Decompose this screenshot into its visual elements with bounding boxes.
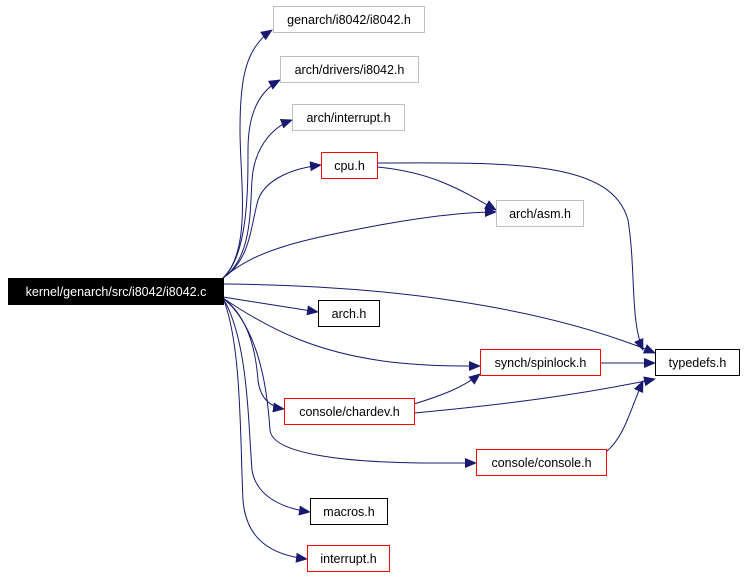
node-cpu-h[interactable]: cpu.h <box>321 152 378 179</box>
node-label: synch/spinlock.h <box>495 356 587 370</box>
edge-root-to-genarch_i8042_h <box>222 29 273 279</box>
node-console-console-h[interactable]: console/console.h <box>476 449 607 476</box>
edge-layer <box>222 29 656 563</box>
node-box <box>496 200 584 227</box>
edge-root-to-typedefs_h <box>222 283 656 354</box>
edge-root-to-cpu_h <box>222 161 322 279</box>
node-label: cpu.h <box>334 159 365 173</box>
edge-root-to-arch_interrupt_h <box>222 119 293 279</box>
node-box <box>480 349 601 376</box>
node-arch-interrupt-h[interactable]: arch/interrupt.h <box>292 104 405 131</box>
node-root[interactable]: kernel/genarch/src/i8042/i8042.c <box>8 278 224 305</box>
node-console-chardev-h[interactable]: console/chardev.h <box>284 398 415 425</box>
node-label: console/chardev.h <box>299 405 400 419</box>
edge-root-to-console_console_h <box>222 297 477 468</box>
node-label: arch.h <box>332 307 367 321</box>
node-box <box>476 449 607 476</box>
node-label: genarch/i8042/i8042.h <box>287 13 411 27</box>
edge-cpu_h-to-typedefs_h <box>376 162 644 351</box>
node-box <box>655 349 740 376</box>
node-synch-spinlock-h[interactable]: synch/spinlock.h <box>480 349 601 376</box>
node-arch-drivers-i8042-h[interactable]: arch/drivers/i8042.h <box>280 56 419 83</box>
edge-root-to-macros_h <box>222 297 311 516</box>
node-box <box>280 56 419 83</box>
node-box <box>8 278 224 305</box>
node-label: typedefs.h <box>669 356 727 370</box>
edge-console_chardev_h-to-typedefs_h <box>413 376 656 414</box>
node-interrupt-h[interactable]: interrupt.h <box>307 545 390 572</box>
edge-root-to-synch_spinlock_h <box>222 297 481 371</box>
node-box <box>310 498 388 525</box>
node-arch-asm-h[interactable]: arch/asm.h <box>496 200 584 227</box>
node-arch-h[interactable]: arch.h <box>318 300 380 327</box>
node-macros-h[interactable]: macros.h <box>310 498 388 525</box>
node-label: kernel/genarch/src/i8042/i8042.c <box>26 285 207 299</box>
node-typedefs-h[interactable]: typedefs.h <box>655 349 740 376</box>
node-layer: genarch/i8042/i8042.h arch/drivers/i8042.… <box>8 6 740 572</box>
node-label: arch/asm.h <box>509 207 571 221</box>
node-label: macros.h <box>323 505 374 519</box>
edge-root-to-interrupt_h <box>222 297 308 563</box>
node-label: arch/drivers/i8042.h <box>295 63 405 77</box>
node-label: console/console.h <box>491 456 591 470</box>
node-box <box>321 152 378 179</box>
node-label: interrupt.h <box>320 552 376 566</box>
node-label: arch/interrupt.h <box>306 111 390 125</box>
node-genarch-i8042-h[interactable]: genarch/i8042/i8042.h <box>273 6 425 33</box>
edge-root-to-arch_asm_h <box>222 207 497 279</box>
edge-root-to-console_chardev_h <box>222 297 285 413</box>
node-box <box>292 104 405 131</box>
edge-root-to-arch_h <box>222 296 319 316</box>
node-box <box>284 398 415 425</box>
node-box <box>318 300 380 327</box>
edge-cpu_h-to-arch_asm_h <box>376 166 497 211</box>
edge-console_chardev_h-to-synch_spinlock_h <box>413 373 481 405</box>
edge-root-to-arch_drivers_i8042_h <box>222 79 281 279</box>
node-box <box>307 545 390 572</box>
edge-console_console_h-to-typedefs_h <box>605 380 644 453</box>
node-box <box>273 6 425 33</box>
